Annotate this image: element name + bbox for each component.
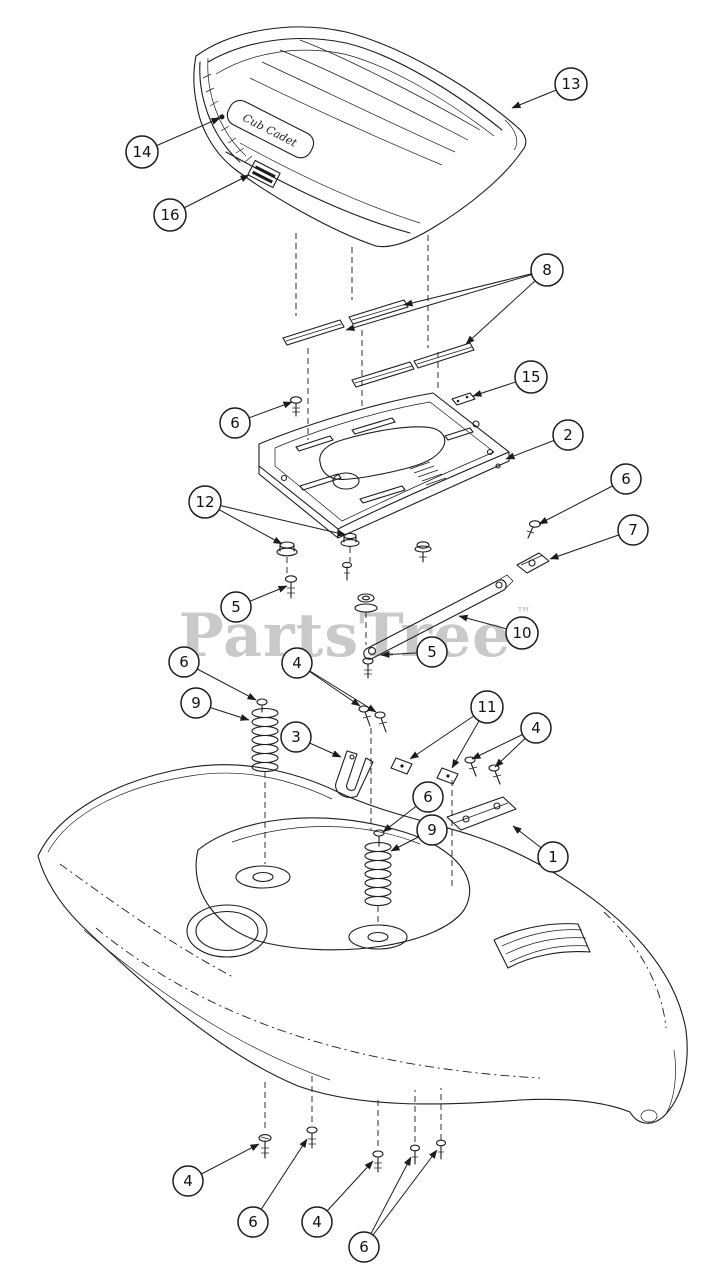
callout-9-b: 9 — [416, 814, 448, 846]
seat-patch — [247, 159, 281, 189]
callout-9-a: 9 — [180, 687, 212, 719]
callout-3: 3 — [280, 721, 312, 753]
svg-text:1: 1 — [548, 848, 558, 866]
callout-4-d: 4 — [301, 1206, 333, 1238]
bracket-7 — [516, 552, 550, 574]
svg-text:9: 9 — [191, 694, 201, 712]
plate-hatch — [409, 461, 447, 486]
spring-9-right — [364, 829, 392, 907]
callout-6-a: 6 — [219, 407, 251, 439]
mount-oval-right — [348, 924, 408, 950]
bracket-1 — [446, 796, 517, 831]
support-strap-10 — [363, 574, 514, 660]
callout-1: 1 — [537, 841, 569, 873]
svg-text:2: 2 — [563, 426, 573, 444]
svg-text:12: 12 — [195, 493, 214, 511]
callout-10: 10 — [505, 616, 539, 650]
callout-7: 7 — [617, 514, 649, 546]
callout-6-c: 6 — [168, 646, 200, 678]
screw-6-bottom-b — [409, 1144, 421, 1165]
svg-text:13: 13 — [561, 75, 580, 93]
screw-5b — [362, 657, 374, 679]
svg-text:14: 14 — [132, 143, 151, 161]
screws-4-center — [358, 705, 388, 733]
svg-text:6: 6 — [230, 414, 240, 432]
callout-15: 15 — [514, 360, 548, 394]
callout-11: 11 — [470, 690, 504, 724]
callout-16: 16 — [153, 198, 187, 232]
svg-text:5: 5 — [427, 643, 437, 661]
callout-2: 2 — [552, 419, 584, 451]
callout-6-e: 6 — [237, 1206, 269, 1238]
screw-4-bottom-a — [258, 1134, 272, 1159]
seat-mounting-plate — [258, 392, 510, 539]
flange-nut-12b — [340, 532, 360, 547]
label-rivet — [219, 114, 225, 120]
svg-text:11: 11 — [477, 698, 496, 716]
flange-bolt-plate — [414, 541, 432, 563]
mount-oval-left — [235, 865, 291, 889]
svg-text:4: 4 — [292, 654, 302, 672]
callout-12: 12 — [188, 485, 222, 519]
spring-9-left — [251, 698, 279, 773]
bolt-6-right — [526, 520, 542, 539]
callout-13: 13 — [554, 67, 588, 101]
callouts: 13 14 16 8 15 6 2 12 6 7 5 10 5 6 4 9 11… — [125, 67, 649, 1263]
svg-text:6: 6 — [359, 1238, 369, 1256]
fasteners-middle — [251, 698, 517, 907]
screw-5a — [284, 575, 298, 599]
callout-4-b: 4 — [520, 712, 552, 744]
callout-6-d: 6 — [412, 781, 444, 813]
svg-text:7: 7 — [628, 521, 638, 539]
svg-text:4: 4 — [531, 719, 541, 737]
round-recess — [186, 904, 268, 958]
callout-4-c: 4 — [172, 1165, 204, 1197]
screw-6-bottom-c — [435, 1139, 447, 1160]
svg-text:4: 4 — [183, 1172, 193, 1190]
svg-text:8: 8 — [542, 261, 552, 279]
nut-washer-center — [354, 593, 378, 613]
svg-text:6: 6 — [179, 653, 189, 671]
callout-6-f: 6 — [348, 1231, 380, 1263]
screw-6-bottom-a — [306, 1126, 318, 1149]
bolt-6-upper — [289, 396, 303, 417]
svg-text:9: 9 — [427, 821, 437, 839]
callout-14: 14 — [125, 135, 159, 169]
screws-4-right — [464, 756, 502, 785]
seat: Cub Cadet — [193, 26, 527, 248]
bracket-15 — [451, 392, 476, 406]
callout-4-a: 4 — [281, 647, 313, 679]
svg-text:6: 6 — [248, 1213, 258, 1231]
svg-text:16: 16 — [160, 206, 179, 224]
screw-4-bottom-b — [372, 1150, 384, 1173]
fender — [37, 764, 688, 1124]
alignment-lines — [264, 233, 453, 1146]
svg-text:10: 10 — [512, 624, 531, 642]
svg-text:6: 6 — [621, 470, 631, 488]
screw-small-mid — [341, 561, 353, 581]
svg-text:5: 5 — [231, 598, 241, 616]
callout-5-b: 5 — [416, 636, 448, 668]
callout-5-a: 5 — [220, 591, 252, 623]
svg-text:15: 15 — [521, 368, 540, 386]
callout-8: 8 — [530, 253, 564, 287]
flange-nut-12a — [276, 541, 298, 557]
svg-text:3: 3 — [291, 728, 301, 746]
seat-slide-rails — [282, 299, 475, 388]
svg-text:4: 4 — [312, 1213, 322, 1231]
hook-bracket-3 — [335, 750, 374, 799]
vent-louvers — [493, 923, 591, 969]
svg-text:6: 6 — [423, 788, 433, 806]
callout-6-b: 6 — [610, 463, 642, 495]
fasteners-bottom — [258, 1126, 447, 1173]
clips-11 — [390, 757, 459, 785]
fasteners-upper — [276, 396, 550, 679]
